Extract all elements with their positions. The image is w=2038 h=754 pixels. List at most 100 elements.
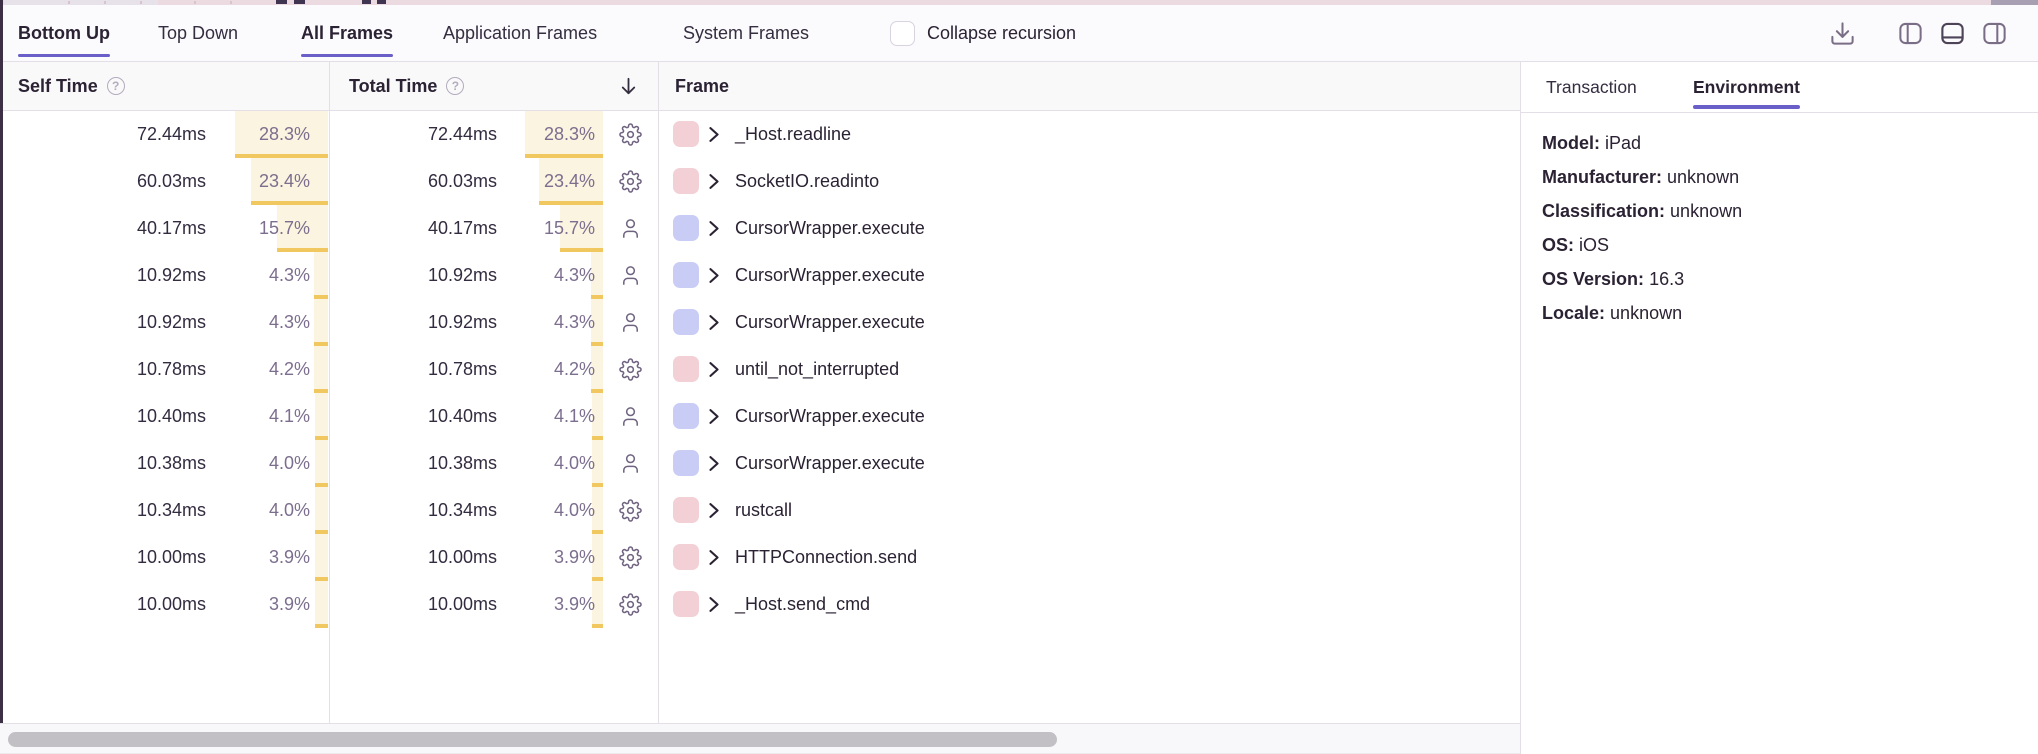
total-time-bar — [591, 346, 603, 393]
frame-name: SocketIO.readinto — [735, 171, 880, 191]
column-header-frame[interactable]: Frame — [675, 62, 729, 110]
gear-icon — [617, 487, 643, 534]
tab-system-frames[interactable]: System Frames — [683, 22, 810, 43]
horizontal-scrollbar[interactable] — [0, 723, 1520, 754]
frame-color-swatch — [673, 121, 699, 147]
gear-icon — [617, 111, 643, 158]
frame-name: CursorWrapper.execute — [735, 218, 925, 238]
total-time-percent: 15.7% — [543, 218, 595, 238]
self-time-percent: 28.3% — [258, 124, 310, 144]
scrollbar-thumb[interactable] — [8, 732, 1057, 747]
layout-right-icon[interactable] — [1981, 20, 2008, 47]
total-time-percent: 4.3% — [553, 265, 595, 285]
frame-color-swatch — [673, 497, 699, 523]
total-time-value: 10.40ms — [427, 406, 497, 426]
self-time-bar — [315, 534, 328, 581]
total-time-value: 10.92ms — [427, 265, 497, 285]
total-time-percent: 28.3% — [543, 124, 595, 144]
sort-desc-arrow-icon — [612, 62, 644, 110]
self-time-bar — [315, 581, 328, 628]
tab-bottom-up[interactable]: Bottom Up — [18, 5, 110, 61]
table-row[interactable]: 10.92ms 4.3% 10.92ms 4.3% CursorWrapper.… — [0, 299, 1520, 346]
tab-transaction[interactable]: Transaction — [1546, 76, 1637, 97]
expand-chevron-icon[interactable] — [708, 205, 720, 252]
self-time-percent: 4.3% — [268, 312, 310, 332]
expand-chevron-icon[interactable] — [708, 393, 720, 440]
expand-chevron-icon[interactable] — [708, 581, 720, 628]
environment-field-manufacturer-: Manufacturer: unknown — [1542, 167, 1740, 187]
total-time-value: 72.44ms — [427, 124, 497, 144]
table-row[interactable]: 10.34ms 4.0% 10.34ms 4.0% rustcall — [0, 487, 1520, 534]
total-time-bar — [592, 440, 603, 487]
help-icon[interactable] — [446, 77, 465, 95]
flamegraph-minimap-strip[interactable] — [0, 0, 2038, 5]
column-divider — [658, 62, 659, 723]
self-time-bar — [235, 111, 328, 158]
table-row[interactable]: 10.92ms 4.3% 10.92ms 4.3% CursorWrapper.… — [0, 252, 1520, 299]
expand-chevron-icon[interactable] — [708, 487, 720, 534]
collapse-recursion-checkbox[interactable] — [890, 20, 915, 46]
self-time-bar — [277, 205, 328, 252]
frame-table-body: 72.44ms 28.3% 72.44ms 28.3% _Host.readli… — [0, 111, 1520, 628]
user-icon — [617, 299, 643, 346]
minimap-tick — [104, 1, 106, 4]
layout-left-icon[interactable] — [1897, 20, 1924, 47]
self-time-percent: 4.0% — [268, 500, 310, 520]
tab-environment[interactable]: Environment — [1693, 62, 1800, 112]
total-time-value: 10.00ms — [427, 547, 497, 567]
collapse-recursion-control[interactable]: Collapse recursion — [890, 5, 1076, 61]
self-time-value: 10.00ms — [136, 594, 206, 614]
self-time-percent: 4.3% — [268, 265, 310, 285]
help-icon[interactable] — [106, 77, 125, 95]
table-row[interactable]: 60.03ms 23.4% 60.03ms 23.4% SocketIO.rea… — [0, 158, 1520, 205]
expand-chevron-icon[interactable] — [708, 346, 720, 393]
expand-chevron-icon[interactable] — [708, 534, 720, 581]
column-header-self-time[interactable]: Self Time — [18, 62, 125, 110]
download-icon[interactable] — [1829, 20, 1856, 47]
table-row[interactable]: 10.38ms 4.0% 10.38ms 4.0% CursorWrapper.… — [0, 440, 1520, 487]
frame-name: _Host.send_cmd — [735, 594, 871, 614]
table-row[interactable]: 10.00ms 3.9% 10.00ms 3.9% HTTPConnection… — [0, 534, 1520, 581]
layout-bottom-icon[interactable] — [1939, 20, 1966, 47]
table-row[interactable]: 10.00ms 3.9% 10.00ms 3.9% _Host.send_cmd — [0, 581, 1520, 628]
left-edge-divider — [0, 0, 3, 723]
tab-all-frames[interactable]: All Frames — [301, 5, 394, 61]
tab-application-frames[interactable]: Application Frames — [443, 22, 598, 43]
self-time-value: 60.03ms — [136, 171, 206, 191]
user-icon — [617, 393, 643, 440]
environment-field-classification-: Classification: unknown — [1542, 201, 1743, 221]
collapse-recursion-label[interactable]: Collapse recursion — [927, 22, 1077, 43]
user-icon — [617, 440, 643, 487]
column-header-total-time[interactable]: Total Time — [349, 62, 465, 110]
frame-color-swatch — [673, 168, 699, 194]
self-time-value: 10.40ms — [136, 406, 206, 426]
minimap-tick — [194, 1, 196, 4]
self-time-percent: 15.7% — [258, 218, 310, 238]
self-time-value: 10.00ms — [136, 547, 206, 567]
total-time-bar — [591, 252, 603, 299]
total-time-value: 10.38ms — [427, 453, 497, 473]
expand-chevron-icon[interactable] — [708, 299, 720, 346]
profiler-toolbar: Bottom Up Top Down All Frames Application F… — [0, 5, 2038, 62]
column-divider — [329, 62, 330, 723]
frame-label: Frame — [675, 75, 730, 96]
frame-color-swatch — [673, 544, 699, 570]
table-header: Self Time Total Time Frame — [0, 62, 1520, 111]
table-row[interactable]: 40.17ms 15.7% 40.17ms 15.7% CursorWrappe… — [0, 205, 1520, 252]
self-time-bar — [314, 299, 328, 346]
expand-chevron-icon[interactable] — [708, 158, 720, 205]
frame-name: HTTPConnection.send — [735, 547, 918, 567]
self-time-bar — [314, 346, 328, 393]
expand-chevron-icon[interactable] — [708, 440, 720, 487]
total-time-label: Total Time — [349, 75, 438, 96]
table-row[interactable]: 10.40ms 4.1% 10.40ms 4.1% CursorWrapper.… — [0, 393, 1520, 440]
self-time-bar — [314, 252, 328, 299]
table-row[interactable]: 10.78ms 4.2% 10.78ms 4.2% until_not_inte… — [0, 346, 1520, 393]
total-time-bar — [592, 534, 603, 581]
table-row[interactable]: 72.44ms 28.3% 72.44ms 28.3% _Host.readli… — [0, 111, 1520, 158]
minimap-mark — [362, 0, 371, 4]
expand-chevron-icon[interactable] — [708, 111, 720, 158]
tab-top-down[interactable]: Top Down — [158, 22, 239, 43]
expand-chevron-icon[interactable] — [708, 252, 720, 299]
